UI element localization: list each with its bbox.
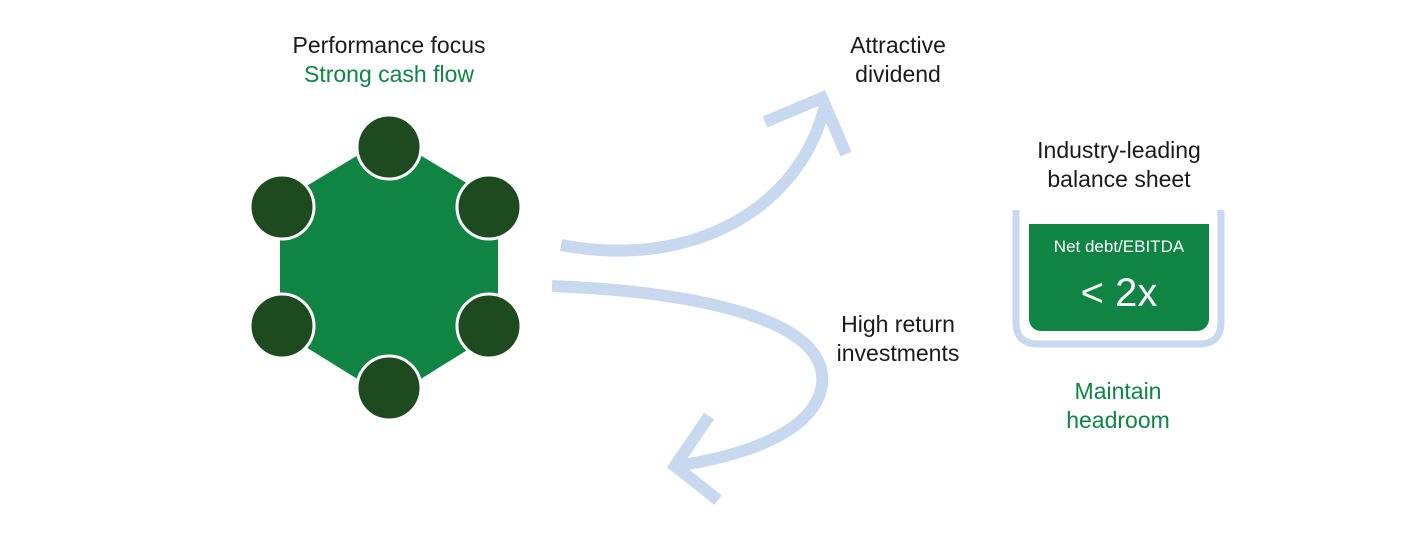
- dividend-label: Attractive dividend: [798, 31, 998, 89]
- node-top: [355, 113, 423, 181]
- balance-container: [1012, 210, 1225, 348]
- node-top-right: [455, 173, 523, 241]
- metric-box: Net debt/EBITDA < 2x: [1029, 224, 1209, 331]
- node-bottom-left: [248, 292, 316, 360]
- hexagon-shape: [280, 138, 498, 397]
- arrow-to-investments: [551, 280, 829, 472]
- investments-label: High return investments: [798, 310, 998, 368]
- dividend-text: Attractive dividend: [850, 32, 946, 87]
- headroom-note-text: Maintain headroom: [1066, 378, 1170, 433]
- hexagon-nodes: [248, 113, 523, 422]
- balance-sheet-title-text: Industry-leading balance sheet: [1037, 137, 1201, 192]
- headroom-note: Maintain headroom: [1018, 377, 1218, 435]
- performance-heading: Performance focus Strong cash flow: [239, 31, 539, 89]
- balance-sheet-title: Industry-leading balance sheet: [1000, 136, 1238, 194]
- performance-subtitle: Strong cash flow: [303, 61, 475, 87]
- investments-text: High return investments: [836, 311, 960, 366]
- arrow-head-dividend: [762, 90, 852, 157]
- node-bottom: [355, 354, 423, 422]
- arrow-head-investments: [666, 412, 722, 505]
- metric-label: Net debt/EBITDA: [1053, 237, 1185, 256]
- performance-title: Performance focus: [292, 32, 486, 58]
- metric-value: < 2x: [1080, 271, 1158, 315]
- node-bottom-right: [455, 292, 523, 360]
- node-top-left: [248, 173, 316, 241]
- arrow-to-dividend: [559, 103, 831, 257]
